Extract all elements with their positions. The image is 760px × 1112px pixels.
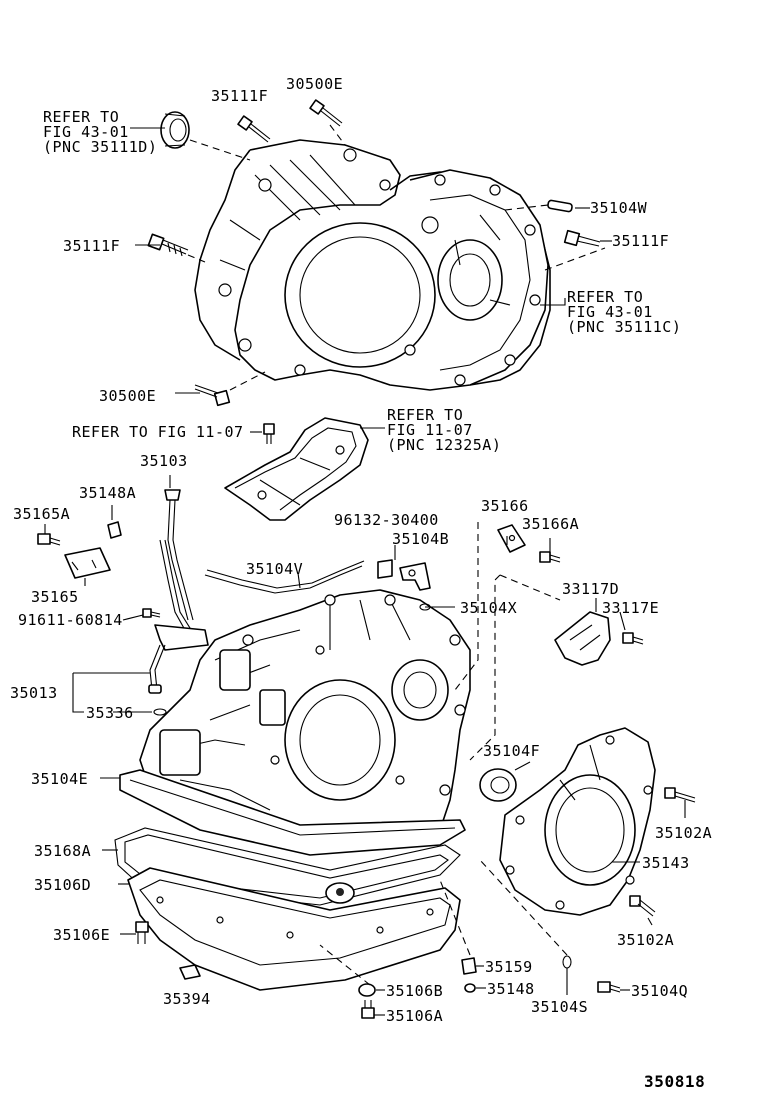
pin-35104w[interactable] xyxy=(547,199,573,213)
label-refer-43-b-line1: REFER TO xyxy=(567,288,643,306)
dipstick-tube-35013[interactable] xyxy=(148,539,209,694)
label-91611: 91611-60814 xyxy=(18,611,123,629)
gasket-35148[interactable] xyxy=(464,983,476,993)
bolt-35111f-left[interactable] xyxy=(147,233,189,257)
label-35104b: 35104B xyxy=(392,530,449,548)
o-ring-35336[interactable] xyxy=(153,708,167,716)
label-35143: 35143 xyxy=(642,854,690,872)
bolt-35111f-top[interactable] xyxy=(237,115,271,143)
label-35102a-bot: 35102A xyxy=(617,931,674,949)
bolt-33117e[interactable] xyxy=(622,632,644,645)
label-35159: 35159 xyxy=(485,958,533,976)
label-refer-43-b-line3: (PNC 35111C) xyxy=(567,318,681,336)
label-30500e-low: 30500E xyxy=(99,387,156,405)
hose-35104v[interactable] xyxy=(204,560,365,594)
label-35104f: 35104F xyxy=(483,742,540,760)
label-35336: 35336 xyxy=(86,704,134,722)
bracket-12325a[interactable] xyxy=(224,417,369,521)
drain-plug-35106e[interactable] xyxy=(135,921,149,944)
side-cover-35143[interactable] xyxy=(499,727,656,916)
label-35165: 35165 xyxy=(31,588,79,606)
label-35013: 35013 xyxy=(10,684,58,702)
o-ring-35104s[interactable] xyxy=(562,955,572,969)
label-refer-43-a-line1: REFER TO xyxy=(43,108,119,126)
label-35106b: 35106B xyxy=(386,982,443,1000)
label-96132: 96132-30400 xyxy=(334,511,439,529)
union-96132[interactable] xyxy=(377,559,393,579)
plug-35159[interactable] xyxy=(461,957,477,975)
plug-35148a[interactable] xyxy=(107,521,122,539)
label-35394: 35394 xyxy=(163,990,211,1008)
figure-code: 350818 xyxy=(644,1072,705,1091)
bracket-35166[interactable] xyxy=(497,524,526,553)
label-35104e: 35104E xyxy=(31,770,88,788)
label-35102a-top: 35102A xyxy=(655,824,712,842)
gasket-35106b[interactable] xyxy=(358,983,376,997)
bolt-35102a-bot[interactable] xyxy=(629,895,656,917)
label-35111f-top: 35111F xyxy=(211,87,268,105)
label-35168a: 35168A xyxy=(34,842,91,860)
magnet-35394[interactable] xyxy=(179,964,201,980)
label-refer-11-b-line1: REFER TO xyxy=(387,406,463,424)
label-35165a: 35165A xyxy=(13,505,70,523)
label-35106e: 35106E xyxy=(53,926,110,944)
label-35111f-left: 35111F xyxy=(63,237,120,255)
label-33117e: 33117E xyxy=(602,599,659,617)
label-refer-11-b-line2: FIG 11-07 xyxy=(387,421,473,439)
plug-35104q[interactable] xyxy=(597,981,621,993)
bolt-30500e-low[interactable] xyxy=(194,384,231,407)
label-refer-11-b-line3: (PNC 12325A) xyxy=(387,436,501,454)
transaxle-housing[interactable] xyxy=(194,139,551,391)
fitting-35104b[interactable] xyxy=(399,562,431,591)
bolt-30500e-top[interactable] xyxy=(309,99,343,127)
dipstick-35103[interactable] xyxy=(164,489,194,621)
label-35148: 35148 xyxy=(487,980,535,998)
oil-seal-35111d[interactable] xyxy=(160,111,190,149)
bolt-91611[interactable] xyxy=(142,608,161,618)
label-35148a: 35148A xyxy=(79,484,136,502)
plug-35106a[interactable] xyxy=(361,1000,375,1019)
label-35166a: 35166A xyxy=(522,515,579,533)
label-35104q: 35104Q xyxy=(631,982,688,1000)
cover-35165[interactable] xyxy=(64,547,111,579)
label-refer-43-a-line2: FIG 43-01 xyxy=(43,123,129,141)
oil-pan-35106d[interactable] xyxy=(127,867,461,991)
label-30500e-top: 30500E xyxy=(286,75,343,93)
label-35106a: 35106A xyxy=(386,1007,443,1025)
bolt-35102a-top[interactable] xyxy=(664,787,696,803)
label-35103: 35103 xyxy=(140,452,188,470)
label-35104x: 35104X xyxy=(460,599,517,617)
transaxle-case[interactable] xyxy=(119,589,471,856)
bolt-refer-11-07[interactable] xyxy=(263,423,275,444)
sensor-33117d[interactable] xyxy=(554,611,611,666)
label-refer-43-a-line3: (PNC 35111D) xyxy=(43,138,157,156)
bolt-35111f-right[interactable] xyxy=(563,229,601,247)
label-35106d: 35106D xyxy=(34,876,91,894)
label-refer-11-a: REFER TO FIG 11-07 xyxy=(72,423,244,441)
label-35104v: 35104V xyxy=(246,560,303,578)
oil-seal-35104f[interactable] xyxy=(479,768,517,802)
label-35104s: 35104S xyxy=(531,998,588,1016)
gasket-35168a[interactable] xyxy=(114,827,461,906)
label-35104w: 35104W xyxy=(590,199,648,217)
label-35166: 35166 xyxy=(481,497,529,515)
label-35111f-right: 35111F xyxy=(612,232,669,250)
bolt-35165a[interactable] xyxy=(37,533,61,546)
label-refer-43-b-line2: FIG 43-01 xyxy=(567,303,653,321)
label-33117d: 33117D xyxy=(562,580,619,598)
